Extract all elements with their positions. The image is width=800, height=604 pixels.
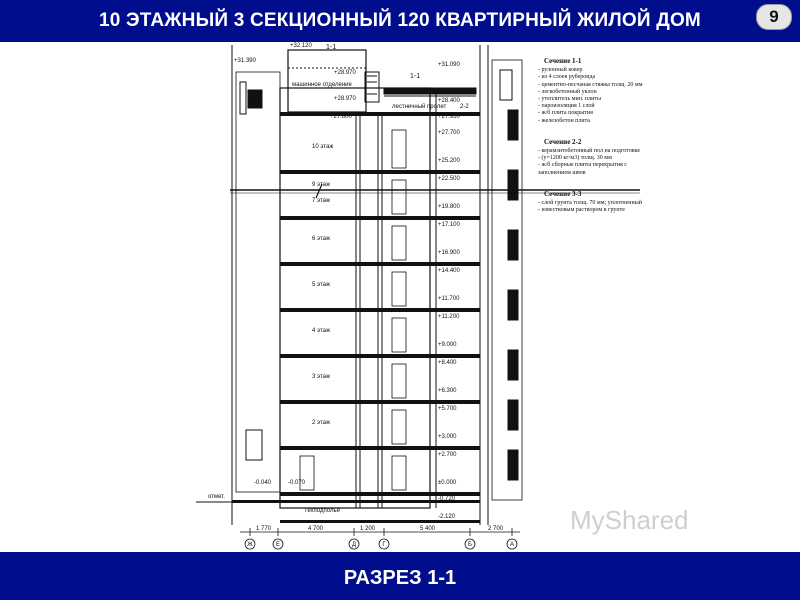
note-item: - железобетон плита: [538, 117, 590, 124]
note-item: - керамзитобетонный пол на подготовке: [538, 148, 640, 155]
dimension-label: 1 200: [360, 526, 376, 532]
note-title: Сечение 3-3: [544, 189, 582, 198]
dimension-label: 2 700: [488, 526, 504, 532]
elevation-mark: +11.200: [438, 314, 460, 320]
elevation-mark: +31.090: [438, 62, 461, 68]
note-item: - цементно-песчаная стяжка толщ. 20 мм: [538, 81, 643, 88]
note-item: - ж/б плита покрытия: [538, 110, 593, 117]
elevation-mark: +27.950: [438, 114, 461, 120]
footer-bar: [0, 552, 800, 600]
elevation-mark: +27.700: [438, 130, 461, 136]
header-bar: [0, 0, 800, 42]
elevation-mark: +28.970: [334, 70, 357, 76]
dimension-label: 1 770: [256, 526, 272, 532]
note-block: Сечение 3-3 - слой грунта толщ. 70 мм; у…: [534, 189, 654, 215]
watermark: MyShared: [570, 505, 689, 535]
axis-label: Ж: [247, 542, 253, 548]
note-item: - (у=1200 кг/м3) толщ. 30 мм: [538, 155, 612, 162]
axis-label: Д: [352, 542, 356, 548]
note-block: Сечение 1-1 - рулонный ковер - из 4 слое…: [534, 57, 654, 125]
section-drawing: отмет. 1-1 1-1 2-2 +31.390 +32.120 +28.9…: [0, 42, 800, 552]
room-label: 7 этаж: [312, 198, 330, 204]
elevation-mark: +28.970: [334, 96, 357, 102]
slide-caption: РАЗРЕЗ 1-1: [343, 567, 457, 589]
elevation-mark: +19.800: [438, 204, 461, 210]
note-block: Сечение 2-2 - керамзитобетонный пол на п…: [534, 137, 654, 177]
elevation-mark: +22.500: [438, 176, 461, 182]
dimension-label: 5 400: [420, 526, 436, 532]
note-item: - рулонный ковер: [538, 67, 583, 74]
elevation-mark: -0.040: [254, 480, 272, 486]
note-title: Сечение 2-2: [544, 137, 582, 146]
elevation-mark: +25.200: [438, 158, 461, 164]
note-item: - из 4 слоев рубероида: [538, 74, 596, 81]
axis-label: А: [510, 542, 514, 548]
section-label: 1-1: [410, 73, 420, 80]
room-label: машинное отделение: [292, 82, 352, 88]
axis-label: Б: [468, 542, 472, 548]
axis-label: Г: [382, 542, 386, 548]
room-label: 2 этаж: [312, 420, 330, 426]
elevation-mark: +32.120: [290, 43, 313, 49]
ground-label: отмет.: [208, 494, 225, 500]
room-label: лестничный пролет: [392, 103, 446, 110]
note-item: - утеплитель мин. плиты: [538, 96, 602, 103]
room-label: 9 этаж: [312, 182, 330, 188]
room-label: 10 этаж: [312, 144, 333, 150]
elevation-mark: +28.400: [438, 98, 461, 104]
section-label: 2-2: [460, 104, 469, 110]
elevation-mark: +5.700: [438, 406, 457, 412]
room-label: 4 этаж: [312, 328, 330, 334]
elevation-mark: +31.390: [234, 58, 257, 64]
elevation-mark: +16.900: [438, 250, 461, 256]
elevation-mark: +14.400: [438, 268, 461, 274]
room-label: 3 этаж: [312, 374, 330, 380]
elevation-mark: ±0.000: [438, 480, 457, 486]
dimension-label: 4 700: [308, 526, 324, 532]
elevation-mark: -2.120: [438, 514, 456, 520]
slide-title: 10 ЭТАЖНЫЙ 3 СЕКЦИОННЫЙ 120 КВАРТИРНЫЙ Ж…: [99, 10, 701, 31]
note-item: - известковым раствором в грунте: [538, 207, 625, 214]
elevation-mark: -0.720: [438, 496, 456, 502]
room-label: 5 этаж: [312, 282, 330, 288]
section-label: 1-1: [326, 44, 336, 51]
note-item: - легкобетонный уклон: [538, 88, 597, 95]
elevation-mark: +11.700: [438, 296, 460, 302]
elevation-mark: +27.800: [330, 114, 353, 120]
axis-label: Е: [276, 542, 280, 548]
room-label: 6 этаж: [312, 236, 330, 242]
note-item: - ж/б сборные плиты перекрытия с заполне…: [538, 162, 627, 176]
elevation-mark: +3.000: [438, 434, 457, 440]
elevation-mark: -0.070: [288, 480, 306, 486]
elevation-mark: +2.700: [438, 452, 457, 458]
elevation-mark: +9.000: [438, 342, 457, 348]
note-title: Сечение 1-1: [544, 57, 582, 65]
section-notes: Сечение 1-1 - рулонный ковер - из 4 слое…: [534, 56, 654, 222]
elevation-mark: +6.300: [438, 388, 457, 394]
room-label: Техподполье: [304, 508, 341, 514]
note-item: - слой грунта толщ. 70 мм; уплотненный: [538, 200, 642, 207]
elevation-mark: +17.100: [438, 222, 461, 228]
page-number-badge: 9: [756, 4, 792, 30]
elevation-mark: +8.400: [438, 360, 457, 366]
note-item: - пароизоляция 1 слой: [538, 103, 595, 110]
